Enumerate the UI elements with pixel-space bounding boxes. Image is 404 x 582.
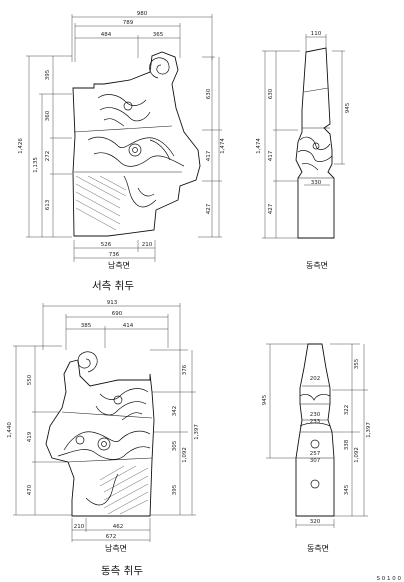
east-east-dim-inner-2: 230 [310,412,321,418]
east-south-dim-bottom-2: 462 [113,524,124,530]
east-south-dim-top-left: 385 [81,323,92,329]
east-south-hatch [99,465,149,515]
west-east-elevation: 110 1,474 630 417 427 945 [256,31,351,270]
west-south-dim-left-2: 360 [45,110,51,121]
east-south-dim-top-right: 414 [123,323,134,329]
east-east-dim-right-4: 345 [344,484,350,495]
west-south-dim-left-1: 395 [45,69,51,80]
east-south-dim-bottom-1: 210 [74,524,85,530]
west-east-dim-left-1: 630 [268,88,274,99]
east-east-dim-right-sub: 1,092 [354,447,360,463]
west-south-dim-top-body: 789 [123,20,134,26]
west-east-dim-left-overall: 1,474 [256,138,262,154]
east-east-dim-right-overall: 1,397 [366,422,372,438]
west-east-caption: 동측면 [306,260,328,270]
west-south-dim-right-overall: 1,474 [220,138,226,154]
east-chwidu-section: 913 690 385 414 1,440 550 419 470 [7,300,372,577]
east-south-scroll [77,351,98,373]
east-east-dim-right-2: 322 [344,405,350,416]
east-east-dim-left: 945 [262,394,268,405]
west-south-scroll [149,57,170,79]
east-east-dim-bottom: 320 [310,519,321,525]
west-south-dim-bottom-2: 210 [142,242,153,248]
west-south-dim-top-right: 365 [153,32,164,38]
east-south-dim-left-2: 419 [27,431,33,442]
west-chwidu-title: 서측 취두 [92,280,134,292]
west-south-dim-top-left: 484 [101,32,112,38]
west-chwidu-section: 980 789 484 365 1,426 1,135 395 360 272 … [18,11,351,292]
east-south-dim-right-sub: 1,092 [182,447,188,463]
east-south-dim-left-1: 550 [27,374,33,385]
east-south-dim-right-3: 395 [172,484,178,495]
west-south-caption: 남측면 [108,260,130,270]
east-south-dim-right-4: 305 [172,440,178,451]
west-south-dim-left-sub: 1,135 [33,157,39,173]
east-east-dim-inner-5: 307 [310,458,321,464]
west-east-dim-inner: 330 [311,180,322,186]
west-east-dim-right: 945 [345,102,351,113]
east-south-dim-top-body: 690 [112,311,123,317]
east-south-dim-right-overall: 1,397 [194,424,200,440]
east-south-dim-right-2: 342 [172,406,178,417]
east-south-dim-left-3: 470 [27,484,33,495]
west-east-dim-top: 110 [311,31,322,37]
west-east-dim-left-3: 427 [268,203,274,214]
west-south-dim-right-3: 427 [206,203,212,214]
east-east-elevation: 945 355 322 1,397 338 1,092 345 [262,343,372,553]
west-south-dim-bottom-overall: 736 [109,252,120,258]
east-south-caption: 남측면 [105,543,127,553]
east-east-dim-inner-1: 202 [310,376,321,382]
east-chwidu-title: 동측 취두 [101,565,143,577]
east-south-dim-right-1: 376 [182,364,188,375]
east-east-dim-inner-3: 233 [310,419,321,425]
east-south-dim-top-overall: 913 [107,300,118,306]
east-south-ornament-outline [45,359,155,517]
west-south-dim-left-overall: 1,426 [18,138,24,154]
east-south-dim-bottom-overall: 672 [106,534,117,540]
sheet-footer: S 0 1 0 0 [377,576,402,582]
west-south-dim-top-overall: 980 [137,11,148,17]
west-south-hatch [75,175,127,231]
west-east-dim-left-2: 417 [268,150,274,161]
west-south-elevation: 980 789 484 365 1,426 1,135 395 360 272 … [18,11,226,270]
east-south-elevation: 913 690 385 414 1,440 550 419 470 [7,300,200,553]
east-east-profile [295,343,335,517]
west-south-dim-bottom-1: 526 [101,242,112,248]
west-south-dim-left-4: 613 [45,199,51,210]
east-east-dim-right-1: 355 [354,358,360,369]
east-east-dim-right-3: 338 [344,439,350,450]
west-south-dim-right-2: 417 [206,150,212,161]
east-south-dim-left-overall: 1,440 [7,422,13,438]
east-east-caption: 동측면 [307,543,329,553]
east-east-dim-inner-4: 257 [310,451,321,457]
west-south-dim-left-3: 272 [45,151,51,162]
west-south-dim-right-1: 630 [206,88,212,99]
